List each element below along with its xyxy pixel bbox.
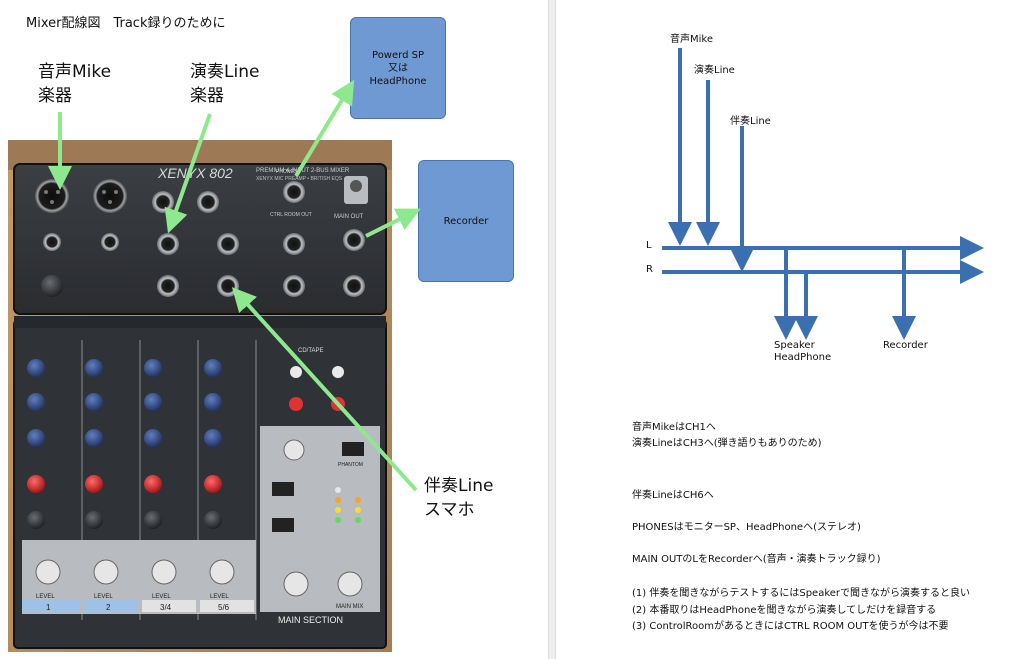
svg-text:PHONES: PHONES <box>276 169 298 175</box>
note-line: 伴奏LineはCH6へ <box>632 490 714 501</box>
channel-label-5-6: 5/6 <box>218 603 230 612</box>
note-line: PHONESはモニターSP、HeadPhoneへ(ステレオ) <box>632 522 861 533</box>
svg-text:CD/TAPE: CD/TAPE <box>298 348 324 354</box>
svg-text:LEVEL: LEVEL <box>152 594 171 600</box>
note-line: MAIN OUTのLをRecorderへ(音声・演奏トラック録り) <box>632 554 881 565</box>
channel-label-1: 1 <box>46 603 51 612</box>
note-line: 音声MikeはCH1へ <box>632 422 716 433</box>
channel-label-2: 2 <box>106 603 111 612</box>
svg-text:LEVEL: LEVEL <box>36 594 55 600</box>
main-section-label: MAIN SECTION <box>278 615 343 625</box>
bus-label-r: R <box>646 264 653 275</box>
arrow-phone-to-ch6 <box>231 287 418 492</box>
bus-label-l: L <box>646 240 652 251</box>
mixer-photo: XENYX 802 PREMIUM 4-INPUT 2-BUS MIXER XE… <box>8 140 392 652</box>
mixer-brand: XENYX 802 <box>157 165 233 181</box>
page-title: Mixer配線図 Track録りのために <box>26 16 226 31</box>
svg-text:XENYX MIC PREAMP • BRITISH EQS: XENYX MIC PREAMP • BRITISH EQS <box>256 176 343 182</box>
label-accompaniment-phone: 伴奏Line スマホ <box>424 476 494 520</box>
arrow-line-to-ch3 <box>164 113 212 234</box>
left-page: Mixer配線図 Track録りのために 音声Mike 楽器 演奏Line 楽器… <box>8 16 514 652</box>
page-divider <box>548 0 556 659</box>
input-label-line: 演奏Line <box>694 65 735 76</box>
arrow-phones-to-speaker <box>294 79 355 178</box>
svg-text:PREMIUM 4-INPUT 2-BUS MIXER: PREMIUM 4-INPUT 2-BUS MIXER <box>256 168 350 174</box>
input-label-accompaniment: 伴奏Line <box>730 116 771 127</box>
channel-label-3-4: 3/4 <box>160 603 172 612</box>
svg-text:CTRL ROOM OUT: CTRL ROOM OUT <box>270 212 312 218</box>
note-line: (1) 伴奏を聞きながらテストするにはSpeakerで聞きながら演奏すると良い <box>632 588 971 599</box>
output-label-speaker: Speaker HeadPhone <box>774 340 832 363</box>
note-line: (2) 本番取りはHeadPhoneを聞きながら演奏してしだけを録音する <box>632 605 937 616</box>
svg-text:MAIN OUT: MAIN OUT <box>334 214 364 220</box>
right-page: 音声Mike 演奏Line 伴奏Line L R Speaker HeadPho… <box>556 0 1024 659</box>
input-label-mike: 音声Mike <box>670 34 713 45</box>
label-line-instrument: 演奏Line 楽器 <box>190 62 260 106</box>
svg-text:MAIN MIX: MAIN MIX <box>336 604 363 610</box>
note-line: (3) ControlRoomがあるときにはCTRL ROOM OUTを使うが今… <box>632 621 949 632</box>
svg-text:PHANTOM: PHANTOM <box>338 462 363 468</box>
green-arrows <box>48 79 421 492</box>
output-label-recorder: Recorder <box>883 340 928 351</box>
label-mike-instrument: 音声Mike 楽器 <box>38 62 112 106</box>
svg-text:LEVEL: LEVEL <box>94 594 113 600</box>
note-line: 演奏LineはCH3へ(弾き語りもありのため) <box>632 438 822 449</box>
box-speaker-headphone: Powerd SP 又は HeadPhone <box>350 17 446 119</box>
svg-text:LEVEL: LEVEL <box>210 594 229 600</box>
arrow-mainout-to-recorder <box>365 208 421 238</box>
signal-flow-diagram <box>662 48 984 340</box>
